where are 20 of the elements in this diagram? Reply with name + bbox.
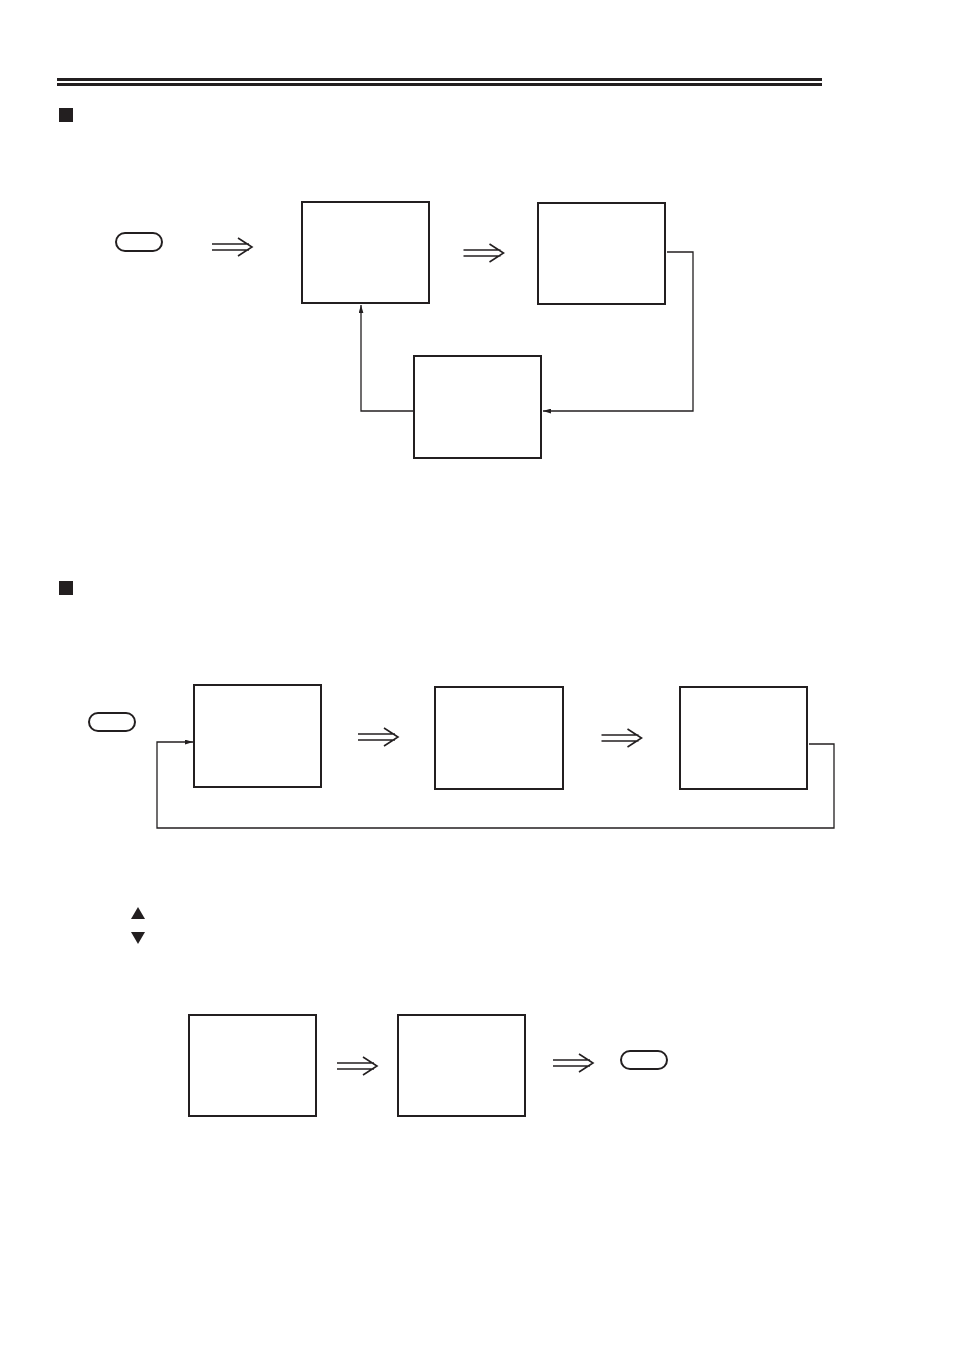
process-box [434,686,564,790]
arrow [542,251,694,414]
arrow [358,304,414,412]
double-arrow [336,1056,379,1076]
button-shape [115,232,163,252]
double-arrow [211,237,254,257]
double-arrow [357,727,400,747]
process-box [193,684,322,788]
double-arrow [552,1053,595,1073]
button-shape [620,1050,668,1070]
double-arrow [462,243,505,263]
process-box [188,1014,317,1117]
double-arrow [600,728,643,748]
arrow [156,739,835,829]
process-box [413,355,542,459]
process-box [537,202,666,305]
process-box [301,201,430,304]
process-box [679,686,808,790]
process-box [397,1014,526,1117]
button-shape [88,712,136,732]
